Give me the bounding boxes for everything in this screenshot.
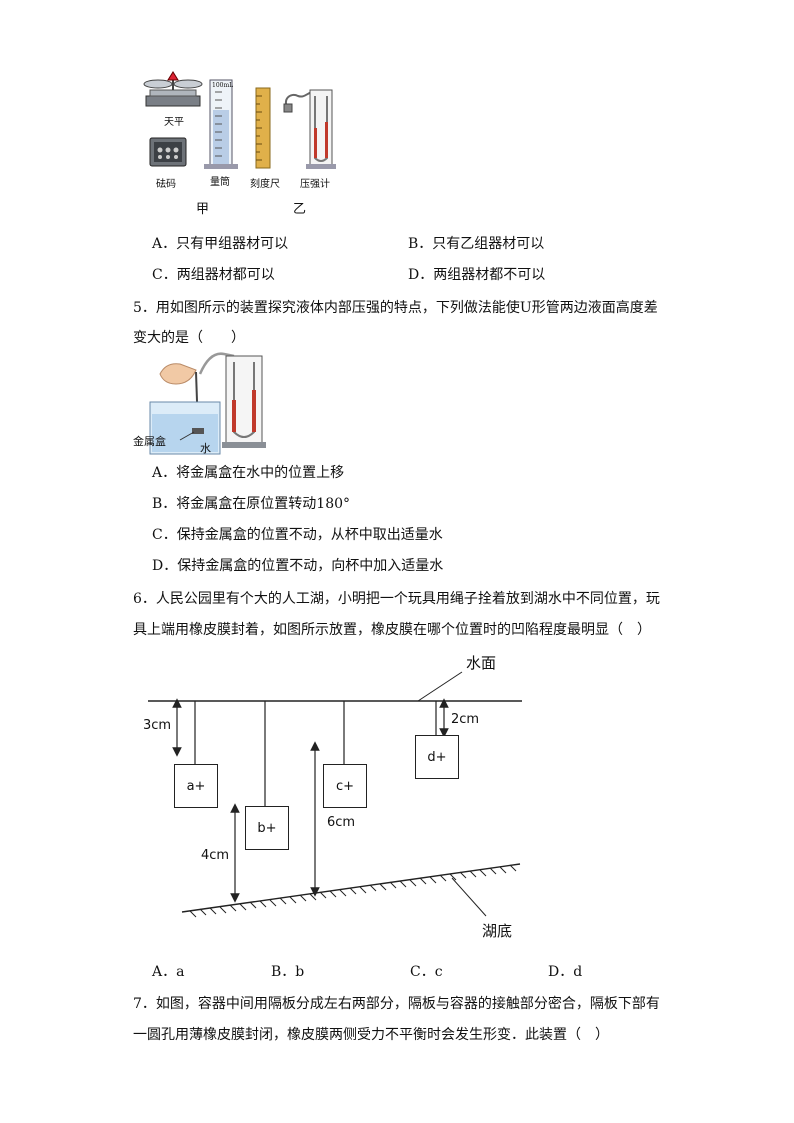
q5-option-c[interactable]: C．保持金属盒的位置不动，从杯中取出适量水 [152,527,443,543]
graduated-cylinder-icon [204,79,238,169]
q5-option-a[interactable]: A．将金属盒在水中的位置上移 [152,465,345,481]
q4-equipment-drawing [143,71,336,169]
weights-box-icon [149,137,187,167]
q4-option-b[interactable]: B．只有乙组器材可以 [408,236,545,252]
balance-icon [143,71,203,107]
q5-stem-line2: 变大的是（ ） [133,330,245,346]
weights-label: 砝码 [156,179,176,190]
q7-stem-line1: 7．如图，容器中间用隔板分成左右两部分，隔板与容器的接触部分密合，隔板下部有 [133,996,660,1012]
height-b-label: 4cm [201,848,230,863]
q6-stem-line2: 具上端用橡皮膜封着，如图所示放置，橡皮膜在哪个位置时的凹陷程度最明显（ ） [133,622,651,638]
toy-box-b: b+ [245,806,289,850]
q4-option-d[interactable]: D．两组器材都不可以 [408,267,546,283]
q6-stem-line1: 6．人民公园里有个大的人工湖，小明把一个玩具用绳子拴着放到湖水中不同位置，玩 [133,591,660,607]
q5-option-d[interactable]: D．保持金属盒的位置不动，向杯中加入适量水 [152,558,444,574]
q6-option-c[interactable]: C．c [410,964,443,980]
q6-option-b[interactable]: B．b [271,964,305,980]
water-surface-label: 水面 [466,654,497,672]
q6-option-a[interactable]: A．a [152,964,185,980]
lake-bottom-label: 湖底 [482,922,513,940]
height-c-label: 6cm [327,815,356,830]
depth-d-label: 2cm [451,712,480,727]
q6-lake-diagram [148,671,522,918]
gauge-label: 压强计 [300,179,330,190]
q5-option-b[interactable]: B．将金属盒在原位置转动180° [152,496,351,512]
toy-box-d: d+ [415,735,459,779]
q7-stem-line2: 一圆孔用薄橡皮膜封闭，橡皮膜两侧受力不平衡时会发生形变．此装置（ ） [133,1027,609,1043]
ruler-label: 刻度尺 [250,179,280,190]
cylinder-label: 量筒 [210,177,230,188]
q6-option-d[interactable]: D．d [548,964,583,980]
q5-stem-line1: 5．用如图所示的装置探究液体内部压强的特点，下列做法能使U形管两边液面高度差 [133,300,658,316]
q5-apparatus-drawing [149,352,266,455]
balance-label: 天平 [164,117,184,128]
metal-box-label: 金属盒 [133,435,166,448]
depth-a-label: 3cm [143,718,172,733]
toy-box-a: a+ [174,764,218,808]
pressure-gauge-icon [283,89,336,169]
group-b-label: 乙 [293,202,307,217]
cylinder-capacity-mark: 100mL [212,82,234,89]
q4-option-c[interactable]: C．两组器材都可以 [152,267,275,283]
toy-box-c: c+ [323,764,367,808]
q4-option-a[interactable]: A．只有甲组器材可以 [152,236,289,252]
group-a-label: 甲 [196,202,210,217]
water-label: 水 [200,442,211,455]
ruler-icon [255,87,271,169]
